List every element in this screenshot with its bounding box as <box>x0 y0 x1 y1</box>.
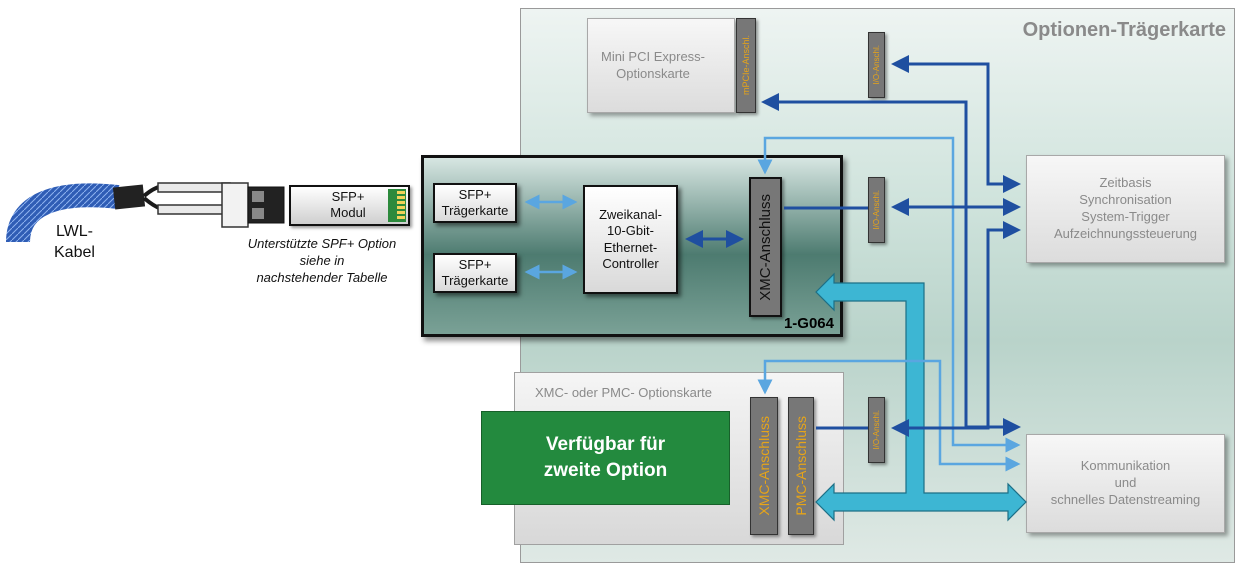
lc-ferrule-bottom <box>157 204 231 215</box>
mpcie-connector: mPCIe-Anschl. <box>736 18 756 113</box>
carrier-title: Optionen-Trägerkarte <box>1022 19 1226 41</box>
option-card-title: XMC- oder PMC- Optionskarte <box>535 385 712 400</box>
mini-pcie-card: Mini PCI Express- Optionskarte <box>587 18 735 113</box>
lc-connector-body <box>221 182 249 228</box>
fiber-cable <box>6 183 120 243</box>
lc-ferrule-top <box>157 182 231 193</box>
ethernet-controller: Zweikanal- 10-Gbit- Ethernet- Controller <box>583 185 678 294</box>
streaming-bus-arrow <box>815 272 1027 522</box>
sfp-carrier-bottom: SFP+ Trägerkarte <box>433 253 517 293</box>
communication-box: Kommunikation und schnelles Datenstreami… <box>1026 434 1225 533</box>
timebase-box: Zeitbasis Synchronisation System-Trigger… <box>1026 155 1225 263</box>
dark-blue-links <box>685 55 1021 437</box>
sfp-carrier-top: SFP+ Trägerkarte <box>433 183 517 223</box>
sfp-pcb-contacts <box>388 189 406 222</box>
mini-pcie-label: Mini PCI Express- Optionskarte <box>600 48 706 81</box>
ethernet-controller-label: Zweikanal- 10-Gbit- Ethernet- Controller <box>599 207 662 271</box>
sfp-carrier-top-label: SFP+ Trägerkarte <box>441 186 509 218</box>
cable-label: LWL- Kabel <box>54 223 95 261</box>
second-option-label: Verfügbar für zweite Option <box>543 434 668 481</box>
sfp-module-label: SFP+ Modul <box>330 189 366 221</box>
communication-label: Kommunikation und schnelles Datenstreami… <box>1050 458 1201 507</box>
light-blue-links <box>524 136 1021 472</box>
cable-boot <box>112 184 146 210</box>
timebase-label: Zeitbasis Synchronisation System-Trigger… <box>1053 175 1198 241</box>
sfp-option-note: Unterstützte SPF+ Option siehe in nachst… <box>247 236 397 285</box>
second-option-placeholder: Verfügbar für zweite Option <box>481 411 730 505</box>
sfp-module: SFP+ Modul <box>289 185 410 226</box>
sfp-carrier-bottom-label: SFP+ Trägerkarte <box>441 256 509 288</box>
